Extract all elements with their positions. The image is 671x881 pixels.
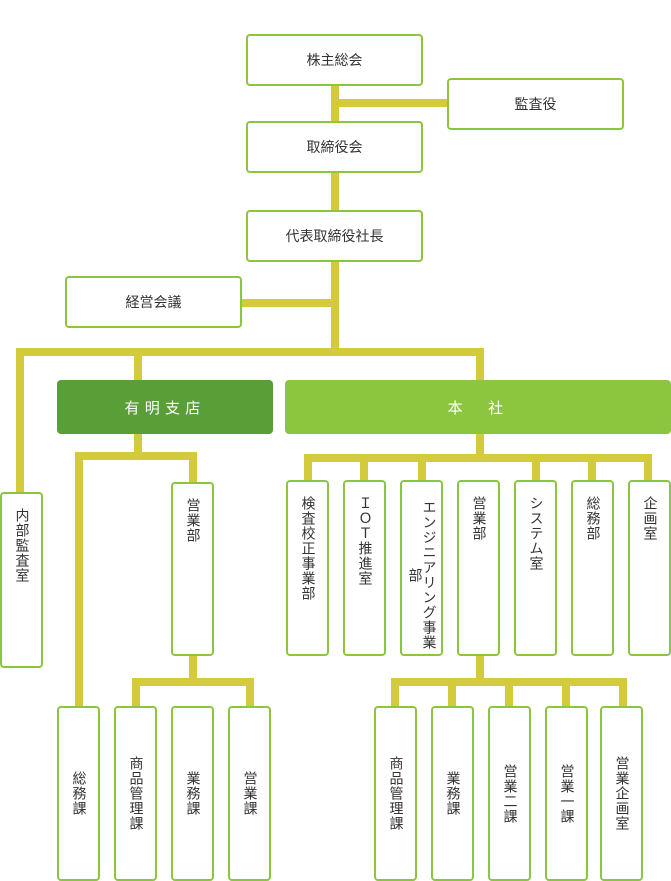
branch-section-label: 業務課 bbox=[184, 771, 201, 816]
branch-section-label: 商品管理課 bbox=[127, 756, 144, 831]
shareholders-meeting-box: 株主総会 bbox=[246, 34, 423, 86]
connector-line bbox=[476, 654, 484, 684]
connector-line bbox=[240, 299, 335, 307]
hq-department-box: 企画室 bbox=[628, 480, 671, 656]
connector-line bbox=[532, 454, 540, 482]
hq-department-box: システム室 bbox=[514, 480, 557, 656]
connector-line bbox=[588, 454, 596, 482]
branch-sales-dept-label: 営業部 bbox=[184, 498, 201, 543]
connector-line bbox=[335, 99, 449, 107]
hq-department-box: 営業部 bbox=[457, 480, 500, 656]
hq-sales-section-box: 営業二課 bbox=[488, 706, 531, 881]
hq-sales-section-label: 商品管理課 bbox=[387, 756, 404, 831]
shareholders-meeting-label: 株主総会 bbox=[306, 53, 363, 69]
hq-department-box: エンジニアリング事業部 bbox=[400, 480, 443, 656]
connector-line bbox=[476, 432, 484, 460]
connector-line bbox=[644, 454, 652, 482]
branch-section-box: 商品管理課 bbox=[114, 706, 157, 881]
hq-sales-section-box: 営業一課 bbox=[545, 706, 588, 881]
connector-line bbox=[331, 172, 339, 210]
connector-line bbox=[132, 678, 140, 708]
board-label: 取締役会 bbox=[306, 140, 363, 156]
connector-line bbox=[418, 454, 426, 482]
hq-department-box: 検査校正事業部 bbox=[286, 480, 329, 656]
branch-name: 有明支店 bbox=[124, 398, 206, 417]
hq-department-label: システム室 bbox=[527, 496, 544, 571]
hq-department-label: 営業部 bbox=[470, 496, 487, 541]
connector-line bbox=[505, 678, 513, 708]
connector-line bbox=[331, 260, 339, 354]
hq-sales-section-box: 商品管理課 bbox=[374, 706, 417, 881]
internal-audit-label: 内部監査室 bbox=[13, 508, 30, 583]
connector-line bbox=[134, 348, 142, 382]
connector-line bbox=[246, 678, 254, 708]
president-label: 代表取締役社長 bbox=[285, 229, 384, 245]
connector-line bbox=[75, 452, 197, 460]
management-council-label: 経営会議 bbox=[125, 295, 182, 311]
branch-section-box: 業務課 bbox=[171, 706, 214, 881]
hq-department-label: ＩＯＴ推進室 bbox=[356, 496, 373, 586]
auditor-box: 監査役 bbox=[447, 78, 624, 130]
connector-line bbox=[476, 348, 484, 382]
connector-line bbox=[562, 678, 570, 708]
hq-sales-section-label: 営業企画室 bbox=[613, 756, 630, 831]
hq-department-label: 検査校正事業部 bbox=[299, 496, 316, 601]
hq-sales-section-label: 営業二課 bbox=[501, 763, 518, 824]
hq-sales-section-label: 営業一課 bbox=[558, 763, 575, 824]
connector-line bbox=[360, 454, 368, 482]
president-box: 代表取締役社長 bbox=[246, 210, 423, 262]
branch-section-box: 営業課 bbox=[228, 706, 271, 881]
branch-header: 有明支店 bbox=[57, 380, 273, 434]
board-box: 取締役会 bbox=[246, 121, 423, 173]
connector-line bbox=[304, 454, 312, 482]
hq-name: 本 社 bbox=[447, 398, 509, 417]
branch-section-label: 営業課 bbox=[241, 771, 258, 816]
branch-sales-dept-box: 営業部 bbox=[171, 482, 214, 656]
connector-line bbox=[304, 454, 652, 462]
hq-header: 本 社 bbox=[285, 380, 671, 434]
connector-line bbox=[619, 678, 627, 708]
hq-sales-section-box: 営業企画室 bbox=[600, 706, 643, 881]
hq-department-box: ＩＯＴ推進室 bbox=[343, 480, 386, 656]
branch-general-affairs-box: 総務課 bbox=[57, 706, 100, 881]
hq-sales-section-box: 業務課 bbox=[431, 706, 474, 881]
auditor-label: 監査役 bbox=[514, 97, 557, 113]
connector-line bbox=[189, 654, 197, 684]
management-council-box: 経営会議 bbox=[65, 276, 242, 328]
internal-audit-box: 内部監査室 bbox=[0, 492, 43, 668]
hq-department-label: エンジニアリング事業部 bbox=[406, 500, 437, 650]
hq-department-label: 総務部 bbox=[584, 496, 601, 541]
connector-line bbox=[75, 452, 83, 708]
connector-line bbox=[391, 678, 399, 708]
branch-general-affairs-label: 総務課 bbox=[70, 771, 87, 816]
hq-department-box: 総務部 bbox=[571, 480, 614, 656]
hq-sales-section-label: 業務課 bbox=[444, 771, 461, 816]
connector-line bbox=[16, 348, 484, 356]
connector-line bbox=[189, 452, 197, 484]
connector-line bbox=[134, 432, 142, 458]
connector-line bbox=[132, 678, 254, 686]
connector-line bbox=[16, 348, 24, 494]
hq-department-label: 企画室 bbox=[641, 496, 658, 541]
connector-line bbox=[448, 678, 456, 708]
